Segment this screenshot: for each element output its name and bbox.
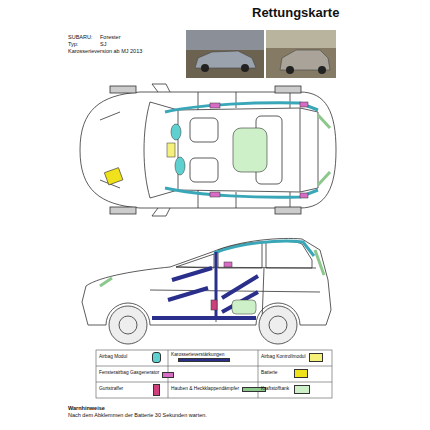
legend-text: Airbag Kontrollmodul [261,354,306,359]
legend-swatch [178,358,230,362]
car-top-view [80,84,336,216]
note-label: SUBARU: [68,34,92,40]
note-label: Nach dem Abklemmen der Batterie 30 Sekun… [68,412,207,418]
top-view-components [104,102,330,198]
legend-table [96,350,332,398]
legend-swatch [152,352,161,363]
legend-text: Batterie [261,370,278,375]
note-label: Karosserieversion ab MJ 2013 [68,48,142,54]
note-label: SJ [100,41,106,47]
legend-text: Fensterairbag Gasgenerator [99,370,159,375]
legend-text: Hauben & Heckklappendämpfer [171,386,239,391]
legend-text: Airbag Modul [99,354,127,359]
legend-swatch [162,372,174,378]
side-view-components [100,241,324,318]
legend-swatch [294,385,310,394]
legend-swatch [294,369,308,378]
note-label: Typ: [68,41,78,47]
note-label: Warnhinweise [68,405,105,411]
legend-swatch [309,353,323,362]
title: Rettungskarte [252,6,339,20]
legend-text: Kraftstofftank [261,386,289,391]
car-side-view [82,238,331,344]
note-label: Forester [100,34,120,40]
photos [186,30,336,78]
legend-swatch [153,384,160,396]
legend-text: Gurtstraffer [99,386,123,391]
legend-text: Karosserieverstärkungen [171,352,224,357]
